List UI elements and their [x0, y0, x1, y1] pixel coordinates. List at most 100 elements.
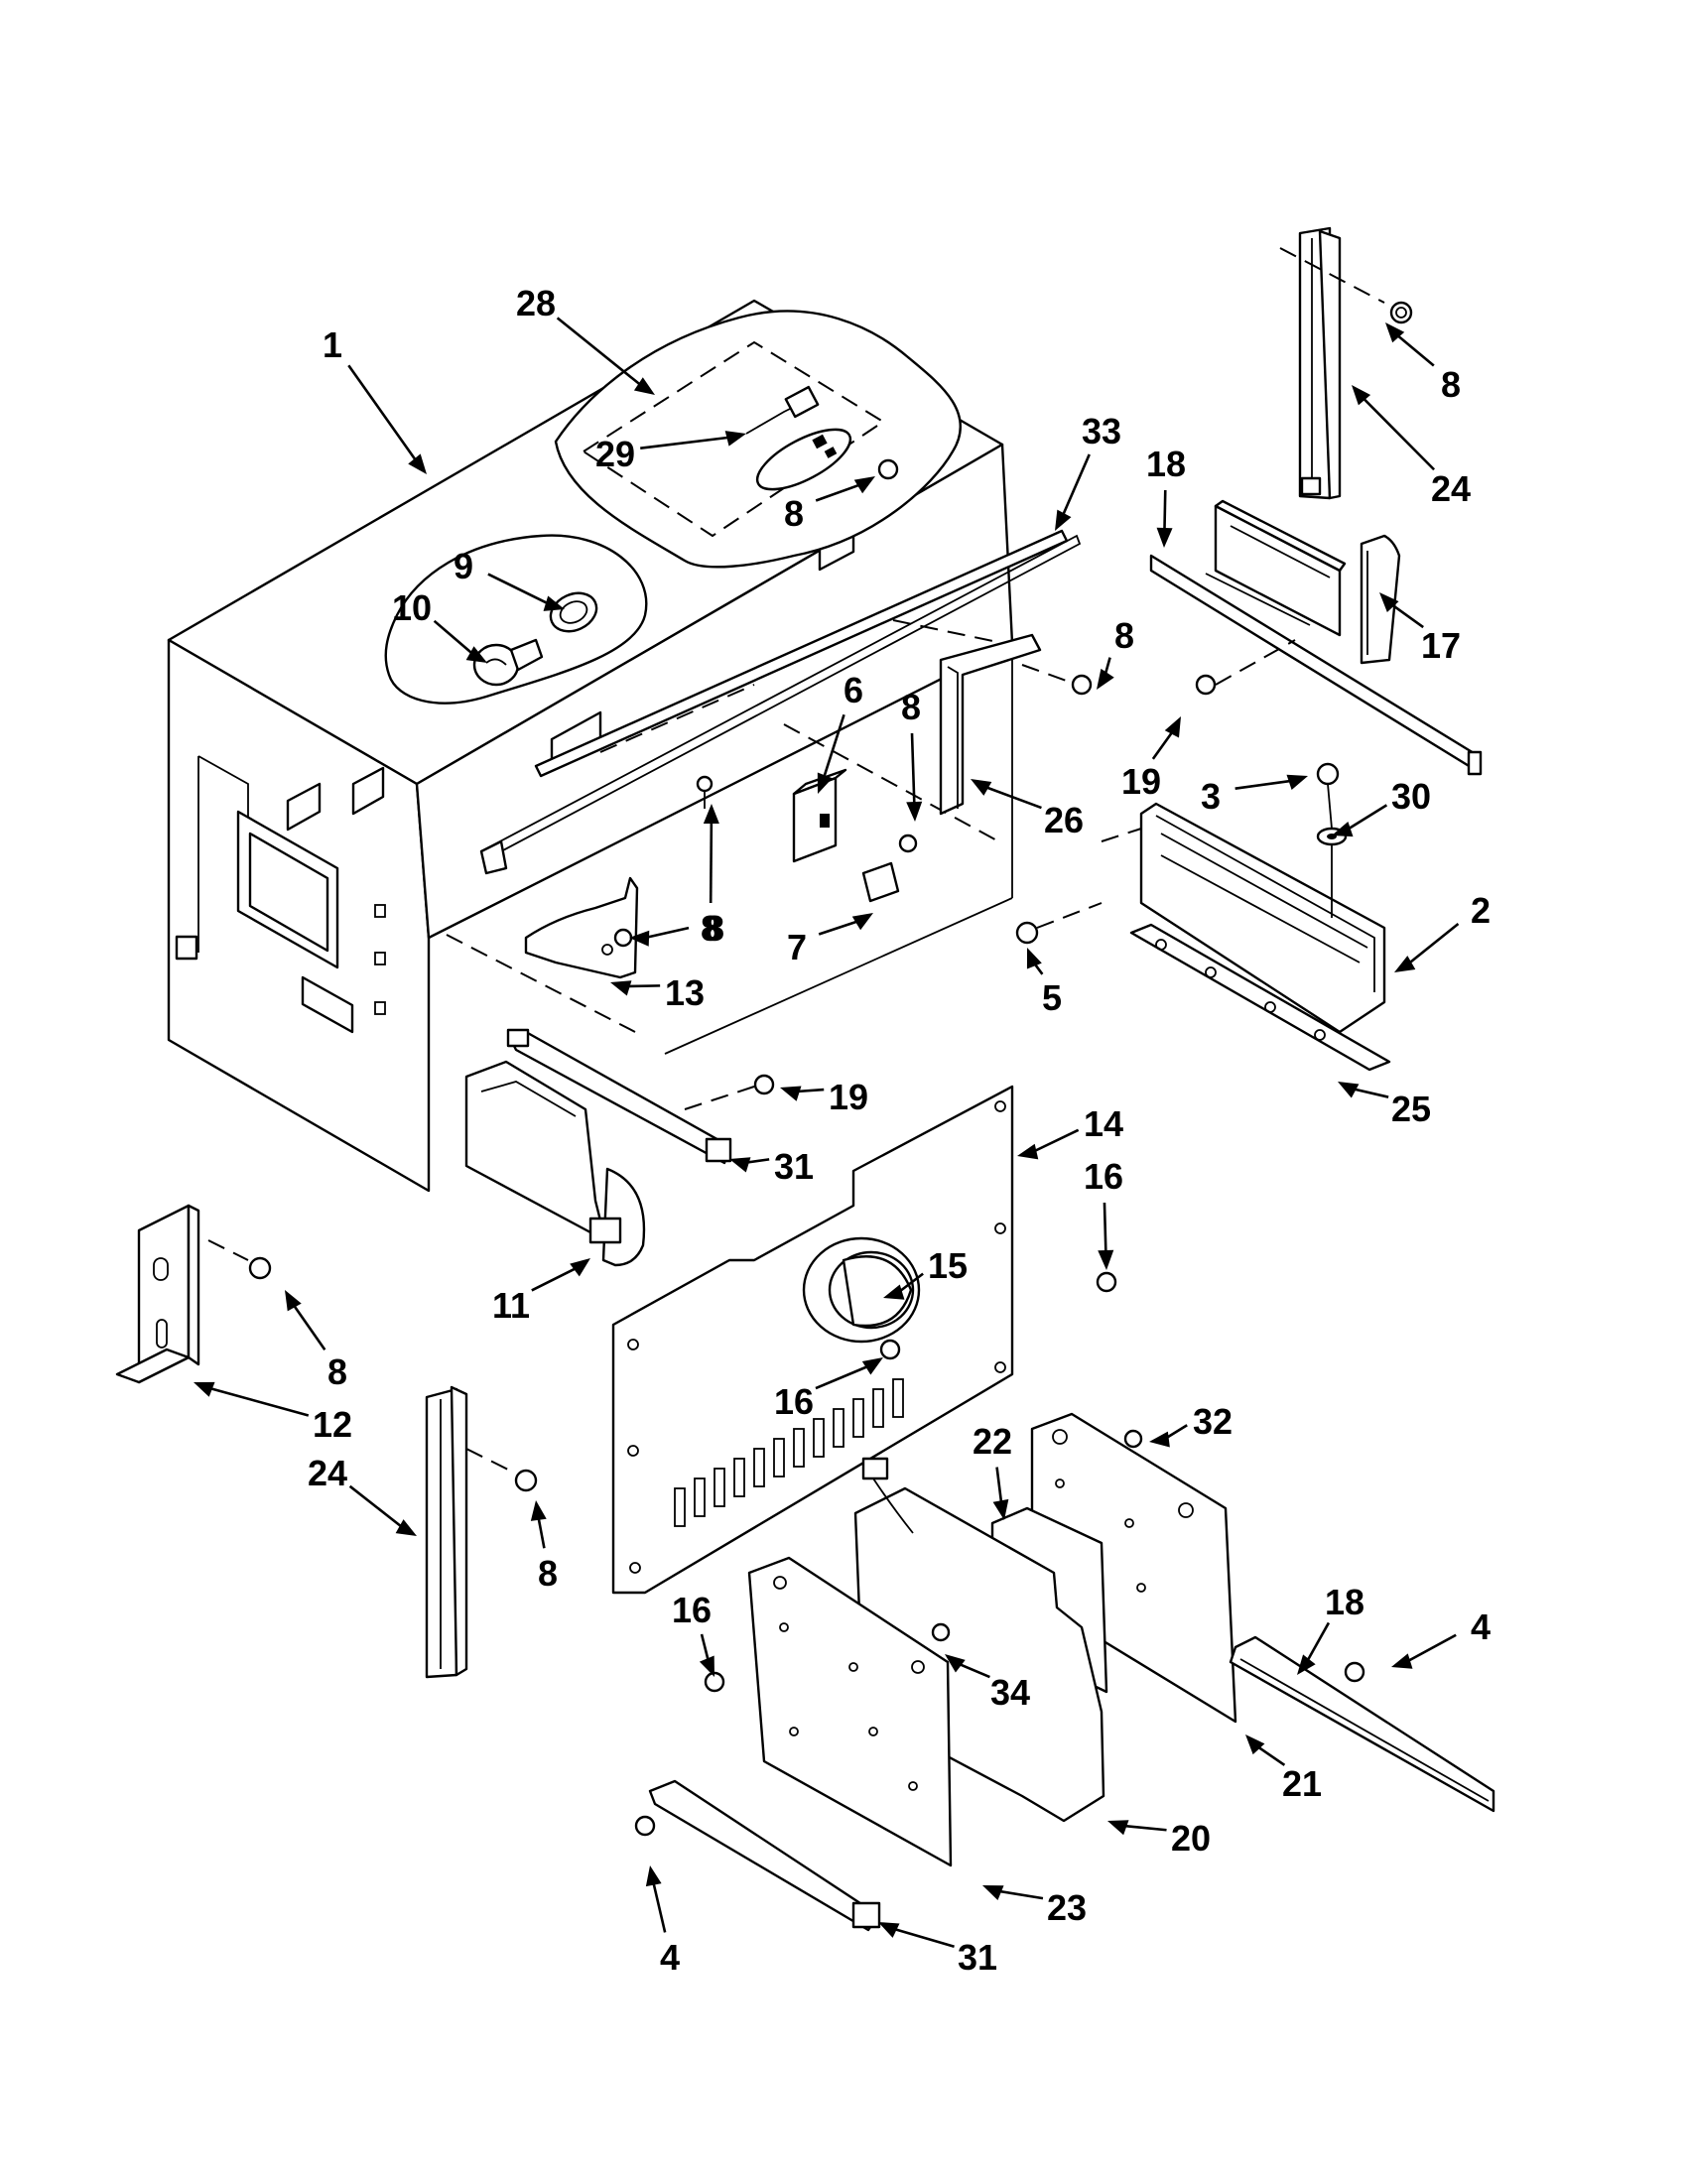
arrow-head	[1098, 1249, 1114, 1270]
arrow-head	[543, 595, 565, 611]
leader-line	[1403, 1633, 1457, 1664]
arrow-head	[530, 1500, 547, 1521]
leader-line	[709, 817, 714, 904]
arrow-head	[1156, 527, 1173, 548]
callout-31: 31	[729, 1146, 814, 1187]
arrow-head	[971, 779, 992, 796]
arrow-head	[1297, 1654, 1316, 1675]
leader-line	[347, 364, 420, 464]
arrow-head	[1385, 322, 1405, 343]
callout-number: 2	[1471, 890, 1491, 931]
callout-8: 8	[784, 476, 875, 534]
leader-line	[890, 1926, 955, 1948]
callout-9: 9	[454, 546, 565, 611]
callout-number: 15	[928, 1245, 968, 1286]
callout-34: 34	[945, 1654, 1030, 1713]
callout-16: 16	[1084, 1156, 1123, 1270]
callout-11: 11	[492, 1258, 590, 1326]
leader-line	[1103, 1202, 1107, 1257]
callout-33: 33	[1055, 411, 1121, 531]
callout-number: 5	[1042, 977, 1062, 1018]
arrow-head	[610, 980, 632, 996]
slide-2-lower	[1015, 762, 1391, 1072]
callout-18: 18	[1297, 1582, 1364, 1675]
arrow-head	[1164, 716, 1181, 738]
callout-number: 24	[308, 1453, 347, 1493]
leader-line	[1393, 331, 1435, 367]
callout-number: 24	[1431, 468, 1471, 509]
callout-13: 13	[610, 972, 705, 1013]
callout-25: 25	[1338, 1082, 1431, 1129]
arrow-head	[285, 1290, 302, 1312]
callout-8: 8	[530, 1500, 558, 1594]
arrow-head	[395, 1519, 417, 1536]
leader-line	[1387, 601, 1424, 629]
leader-line	[1344, 804, 1388, 833]
callout-number: 12	[313, 1404, 352, 1445]
callout-number: 8	[327, 1351, 347, 1392]
bracket-12	[115, 1204, 272, 1384]
callout-8: 8	[629, 908, 724, 949]
arrow-head	[851, 913, 873, 931]
callout-number: 17	[1421, 625, 1461, 666]
callout-number: 34	[990, 1672, 1030, 1713]
callout-number: 8	[538, 1553, 558, 1594]
callout-number: 8	[1441, 364, 1461, 405]
callout-number: 21	[1282, 1763, 1322, 1804]
leader-line	[348, 1484, 406, 1531]
arrow-head	[982, 1885, 1004, 1901]
callout-number: 25	[1391, 1089, 1431, 1129]
leader-line	[290, 1301, 326, 1351]
callout-number: 11	[492, 1285, 530, 1326]
arrow-head	[1017, 1143, 1039, 1160]
callout-20: 20	[1107, 1818, 1211, 1859]
callout-32: 32	[1149, 1401, 1233, 1448]
panel-14	[611, 1085, 1117, 1595]
arrow-head	[1332, 822, 1354, 837]
callout-number: 30	[1391, 776, 1431, 817]
callout-4: 4	[1391, 1606, 1491, 1669]
arrow-head	[1394, 956, 1416, 972]
leader-line	[651, 1878, 667, 1933]
callout-number: 8	[1114, 615, 1134, 656]
callout-8: 8	[1385, 322, 1461, 405]
callout-number: 26	[1044, 800, 1084, 840]
callout-24: 24	[1352, 385, 1471, 509]
leader-line	[1120, 1824, 1167, 1832]
leader-line	[1060, 453, 1091, 520]
arrow-head	[465, 646, 487, 663]
arrow-head	[1391, 1653, 1413, 1669]
arrow-head	[645, 1865, 662, 1887]
arrow-head	[1026, 948, 1042, 969]
callout-number: 16	[1084, 1156, 1123, 1197]
arrow-head	[878, 1922, 900, 1938]
arrow-head	[861, 1357, 883, 1375]
arrow-head	[633, 377, 655, 395]
callout-7: 7	[787, 913, 873, 967]
callout-23: 23	[982, 1885, 1087, 1928]
leader-line	[995, 1467, 1003, 1507]
arrow-head	[780, 1086, 802, 1101]
arrow-head	[945, 1654, 966, 1673]
callout-number: 31	[958, 1937, 997, 1978]
arrow-head	[699, 1655, 714, 1677]
callout-19: 19	[1121, 716, 1181, 802]
callout-number: 13	[665, 972, 705, 1013]
callout-number: 23	[1047, 1887, 1087, 1928]
callout-number: 1	[323, 324, 342, 365]
leader-line	[821, 713, 845, 782]
arrow-head	[817, 772, 833, 794]
arrow-head	[1149, 1431, 1170, 1448]
leader-line	[556, 317, 645, 389]
callout-19: 19	[780, 1077, 868, 1117]
callout-number: 20	[1171, 1818, 1211, 1859]
arrow-head	[570, 1258, 590, 1277]
leader-line	[1360, 394, 1436, 471]
arrow-head	[1107, 1820, 1129, 1836]
leader-line	[1151, 727, 1176, 760]
callout-15: 15	[883, 1245, 968, 1300]
callout-number: 14	[1084, 1103, 1123, 1144]
callout-16: 16	[774, 1357, 883, 1422]
arrow-head	[1379, 592, 1399, 613]
